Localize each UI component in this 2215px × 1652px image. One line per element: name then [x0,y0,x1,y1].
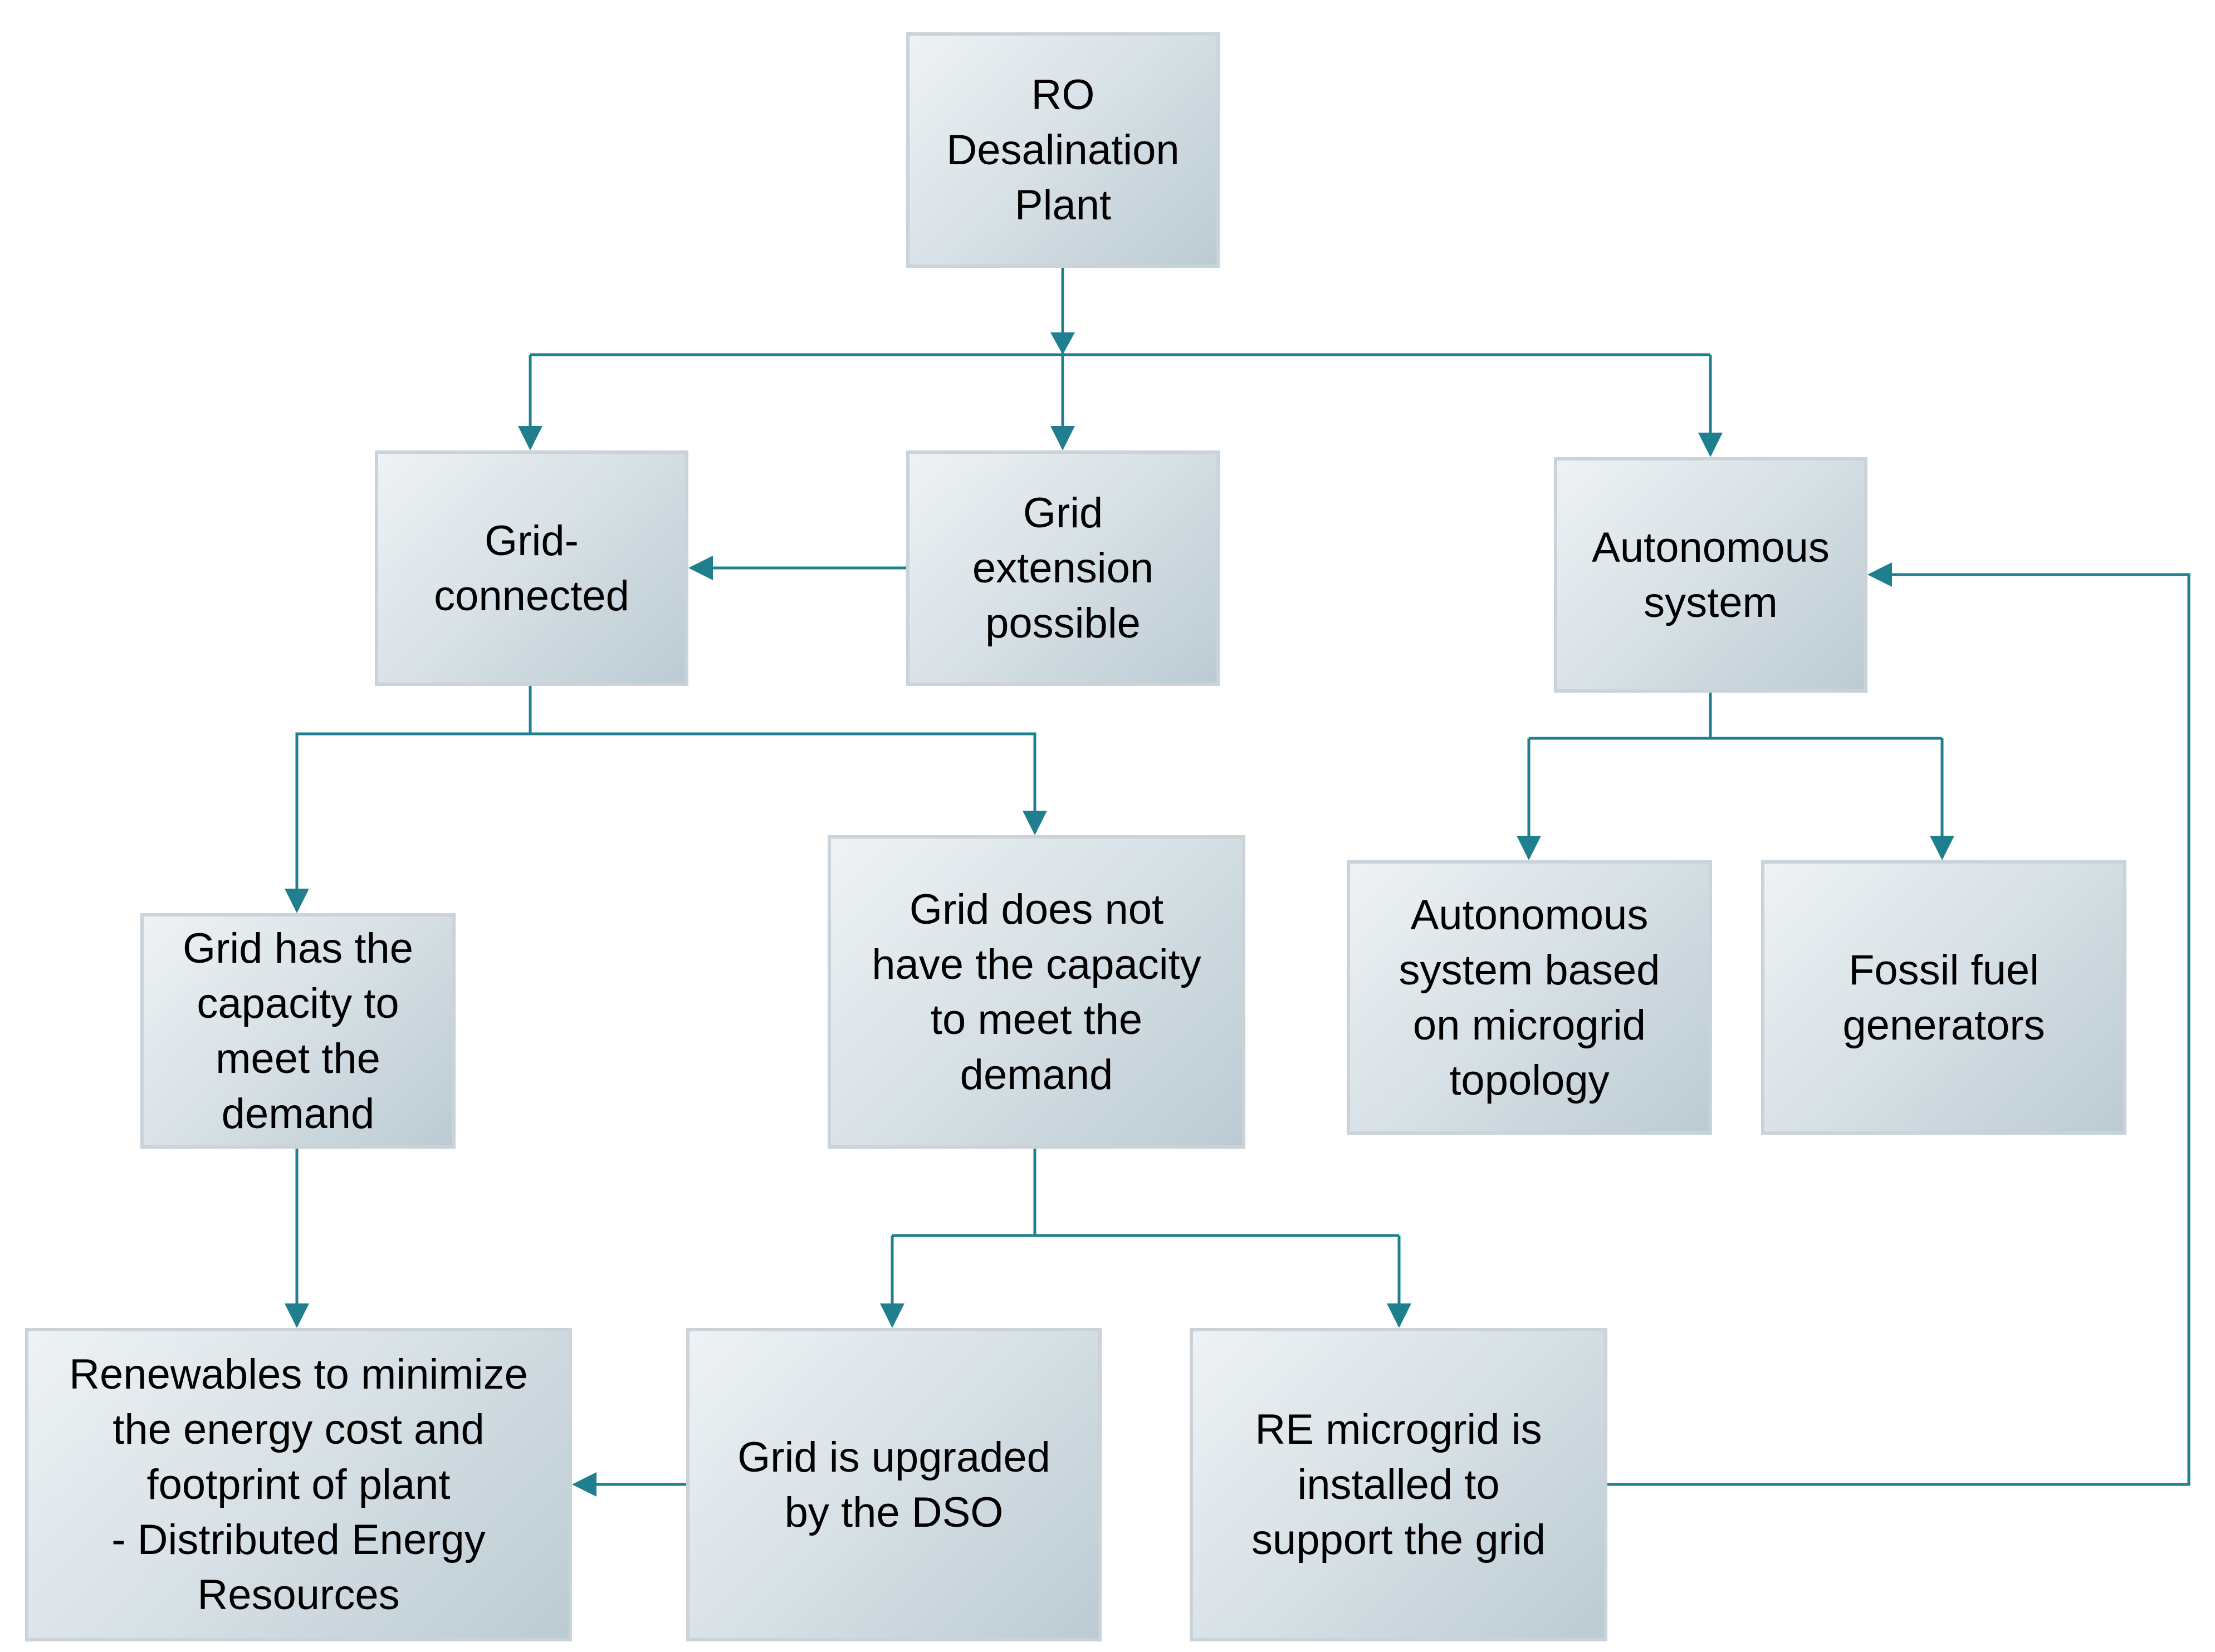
arrowhead-grid-has [285,889,309,913]
node-label: Autonomous system [1592,523,1830,626]
arrowhead-renewables-from-grid-has [285,1303,309,1328]
node-label: RO Desalination Plant [946,71,1180,229]
node-re-microgrid: RE microgrid is installed to support the… [1190,1328,1607,1641]
node-label: Grid is upgraded by the DSO [737,1433,1050,1536]
arrowhead-fossil [1930,836,1954,860]
connector-re-micro-to-autonomous [1607,573,2190,1486]
node-grid-upgraded: Grid is upgraded by the DSO [686,1328,1102,1641]
node-autonomous-system: Autonomous system [1554,457,1867,693]
node-label: Grid- connected [434,517,629,620]
arrowhead-upgraded [880,1303,904,1328]
arrowhead-auto-micro [1517,836,1541,860]
arrowhead-junction [1050,332,1075,355]
node-renewables: Renewables to minimize the energy cost a… [25,1328,572,1641]
node-grid-connected: Grid- connected [375,450,688,686]
arrowhead-grid-extension [1050,426,1075,450]
arrowhead-extension-to-connected [688,556,713,580]
node-label: Grid does not have the capacity to meet … [872,885,1201,1099]
node-autonomous-microgrid: Autonomous system based on microgrid top… [1347,860,1712,1135]
node-grid-lacks-capacity: Grid does not have the capacity to meet … [828,835,1245,1149]
connector-grid-connected-down [529,686,1036,833]
arrowhead-grid-connected [518,426,542,450]
node-ro-desalination-plant: RO Desalination Plant [906,32,1220,268]
node-fossil-fuel-generators: Fossil fuel generators [1761,860,2126,1135]
node-label: Fossil fuel generators [1842,946,2045,1049]
node-label: Grid extension possible [972,489,1154,647]
arrowhead-grid-lacks [1023,811,1047,835]
node-grid-has-capacity: Grid has the capacity to meet the demand [140,913,456,1149]
arrowhead-re-micro [1387,1303,1411,1328]
connector-to-grid-has [295,732,530,911]
node-label: Grid has the capacity to meet the demand [183,924,413,1138]
node-grid-extension-possible: Grid extension possible [906,450,1220,686]
node-label: Autonomous system based on microgrid top… [1399,891,1660,1104]
arrowhead-autonomous-loop [1867,562,1892,587]
node-label: Renewables to minimize the energy cost a… [69,1351,528,1619]
arrowhead-renewables-from-upgraded [572,1472,596,1497]
node-label: RE microgrid is installed to support the… [1251,1406,1546,1563]
arrowhead-autonomous [1698,433,1723,457]
